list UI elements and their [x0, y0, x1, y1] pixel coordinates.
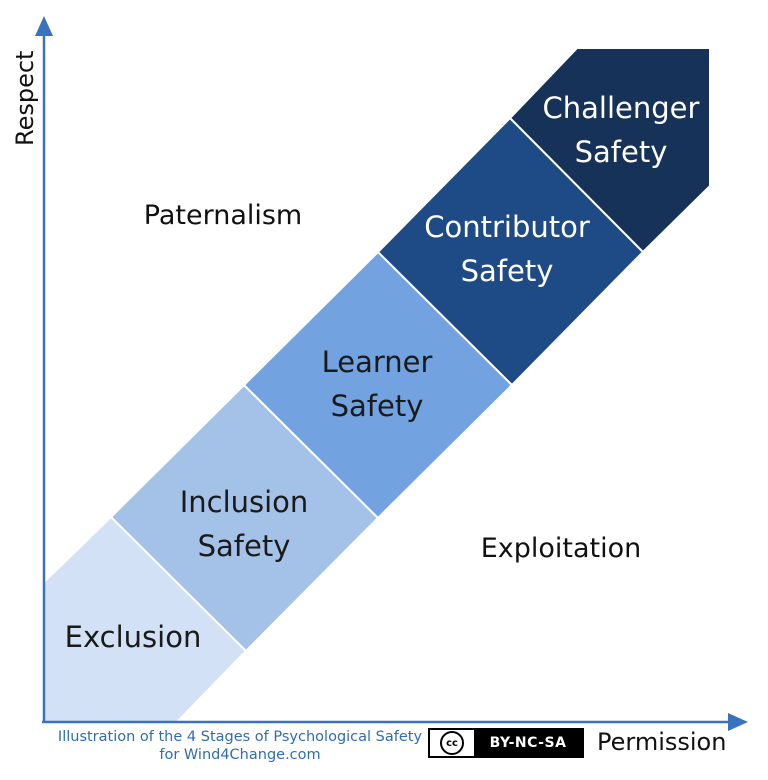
stage-labels: ExclusionInclusionSafetyLearnerSafetyCon… [65, 91, 700, 654]
region-label-exploitation: Exploitation [481, 533, 642, 564]
stage-label-exclusion-line-1: Exclusion [65, 620, 202, 654]
caption-line-2: for Wind4Change.com [159, 747, 321, 763]
stage-label-challenger-line-2: Safety [575, 135, 668, 169]
stage-bands [43, 47, 711, 723]
x-axis-arrow-icon [728, 713, 748, 731]
stage-label-challenger-line-1: Challenger [543, 91, 700, 125]
stage-label-inclusion-line-1: Inclusion [180, 485, 309, 519]
stage-label-inclusion-line-2: Safety [198, 529, 291, 563]
license-badge: cc BY-NC-SA [428, 728, 584, 758]
stage-label-learner-line-1: Learner [322, 345, 433, 379]
caption: Illustration of the 4 Stages of Psycholo… [40, 728, 440, 764]
license-text: BY-NC-SA [474, 730, 582, 756]
stage-band-challenger [508, 47, 711, 254]
y-axis-arrow-icon [35, 16, 53, 36]
caption-line-1: Illustration of the 4 Stages of Psycholo… [57, 729, 423, 745]
region-label-paternalism: Paternalism [144, 200, 302, 231]
stage-label-learner-line-2: Safety [331, 389, 424, 423]
stage-label-contributor-line-2: Safety [461, 254, 554, 288]
stage-label-contributor-line-1: Contributor [424, 210, 590, 244]
creative-commons-icon: cc [430, 730, 474, 756]
y-axis-label: Respect [11, 51, 39, 146]
x-axis-label: Permission [597, 728, 726, 756]
